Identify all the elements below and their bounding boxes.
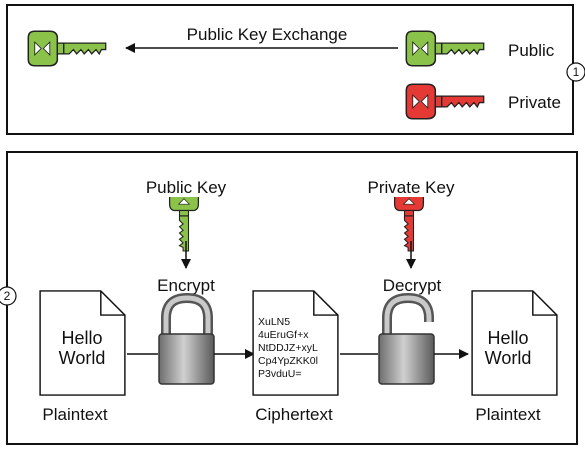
step-2-marker: 2: [0, 286, 17, 306]
private-label: Private: [508, 93, 561, 112]
public-key-label: Public Key: [146, 178, 227, 197]
encrypt-label: Encrypt: [157, 276, 215, 295]
svg-text:2: 2: [4, 289, 11, 303]
svg-text:1: 1: [573, 65, 580, 79]
ciphertext-label: Ciphertext: [255, 405, 333, 424]
padlock-closed-icon: [158, 292, 215, 385]
decrypted-line-1: Hello: [487, 328, 528, 348]
public-label: Public: [508, 41, 555, 60]
plaintext-label: Plaintext: [42, 405, 107, 424]
padlock-open-icon: [378, 292, 435, 385]
decrypted-plaintext-label: Plaintext: [475, 405, 540, 424]
decrypt-label: Decrypt: [383, 276, 442, 295]
public-key-exchange-label: Public Key Exchange: [187, 25, 348, 44]
cipher-line-3: NtDDJZ+xyL: [258, 342, 318, 354]
plaintext-line-1: Hello: [61, 328, 102, 348]
plaintext-line-2: World: [59, 348, 106, 368]
panel-key-exchange: [6, 4, 574, 135]
cipher-line-5: P3vduU=: [258, 368, 302, 380]
cipher-line-2: 4uEruGf+x: [258, 329, 309, 341]
private-key-label: Private Key: [368, 178, 455, 197]
cipher-line-1: XuLN5: [258, 316, 290, 328]
ciphertext-content: XuLN5 4uEruGf+x NtDDJZ+xyL Cp4YpZKK0l P3…: [258, 316, 318, 380]
decrypted-line-2: World: [485, 348, 532, 368]
step-1-marker: 1: [566, 62, 585, 82]
cipher-line-4: Cp4YpZKK0l: [258, 355, 318, 367]
